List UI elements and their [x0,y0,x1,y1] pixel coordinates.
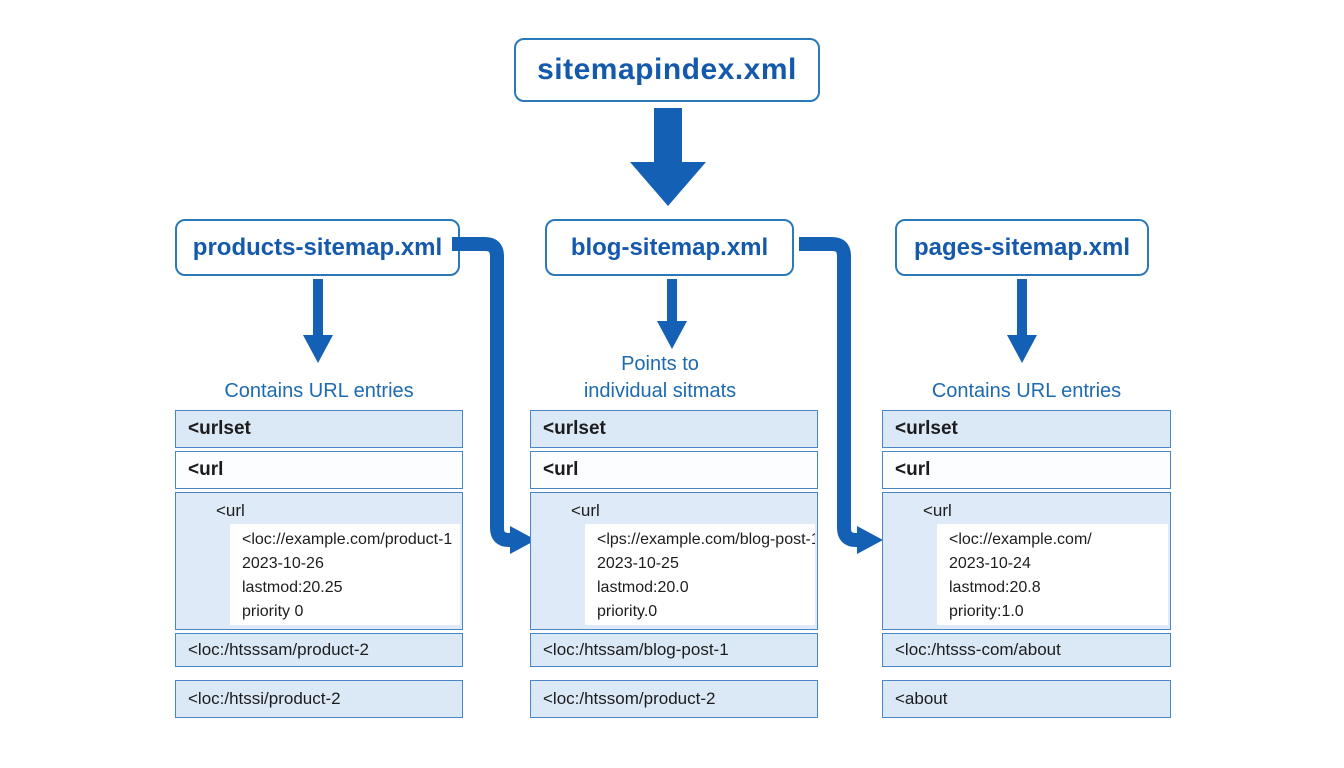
xml-line-priority: priority:1.0 [949,603,1024,620]
arrow-down-icon [303,279,333,363]
node-sitemapindex-label: sitemapindex.xml [537,53,797,86]
xml-url-block: <url <loc://example.com/ 2023-10-24 last… [882,492,1171,630]
panel-blog-xml: <urlset <url <url <lps://example.com/blo… [530,410,818,721]
xml-line-lastmod: lastmod:20.25 [242,579,343,596]
xml-url-tag: <url [571,501,600,520]
xml-url-tag: <url [923,501,952,520]
xml-row-loc: <loc:/htsss-com/about [882,633,1171,667]
xml-row-urlset: <urlset [530,410,818,448]
elbow-connector-arrow-icon [452,237,536,554]
caption-line: Contains URL entries [224,380,414,402]
xml-row-url: <url [882,451,1171,489]
xml-line-loc: <loc://example.com/ [949,531,1092,548]
xml-row-extra: <loc:/htssi/product-2 [175,680,463,718]
xml-line-priority: priority.0 [597,603,658,620]
caption-products: Contains URL entries [175,378,463,405]
xml-row-url: <url [175,451,463,489]
xml-row-url: <url [530,451,818,489]
panel-pages-xml: <urlset <url <url <loc://example.com/ 20… [882,410,1171,721]
xml-line-lastmod: lastmod:20.0 [597,579,689,596]
xml-url-details: <loc://example.com/ 2023-10-24 lastmod:2… [937,524,1168,625]
xml-line-lastmod: lastmod:20.8 [949,579,1041,596]
xml-url-details: <lps://example.com/blog-post-1 2023-10-2… [585,524,815,625]
node-sitemapindex: sitemapindex.xml [514,38,820,102]
elbow-connector-arrow-icon [799,237,883,554]
xml-row-urlset: <urlset [882,410,1171,448]
panel-products-xml: <urlset <url <url <loc://example.com/pro… [175,410,463,721]
node-blog-sitemap: blog-sitemap.xml [545,219,794,276]
arrow-down-icon [1007,279,1037,363]
arrow-down-icon [630,108,706,206]
xml-row-urlset: <urlset [175,410,463,448]
xml-line-date: 2023-10-25 [597,555,679,572]
caption-pages: Contains URL entries [882,378,1171,405]
xml-url-details: <loc://example.com/product-1 2023-10-26 … [230,524,460,625]
node-pages-sitemap: pages-sitemap.xml [895,219,1149,276]
caption-blog: Points to individual sitmats [540,351,780,405]
node-products-label: products-sitemap.xml [192,233,443,261]
xml-row-loc: <loc:/htssam/blog-post-1 [530,633,818,667]
xml-line-date: 2023-10-24 [949,555,1031,572]
node-pages-label: pages-sitemap.xml [913,233,1131,261]
xml-row-loc: <loc:/htsssam/product-2 [175,633,463,667]
node-products-sitemap: products-sitemap.xml [175,219,460,276]
xml-row-extra: <loc:/htssom/product-2 [530,680,818,718]
xml-line-loc: <loc://example.com/product-1 [242,531,453,548]
xml-line-priority: priority 0 [242,603,304,620]
xml-url-tag: <url [216,501,245,520]
caption-line: Points to [621,353,699,375]
xml-row-extra: <about [882,680,1171,718]
caption-line: Contains URL entries [931,380,1122,402]
caption-line: individual sitmats [583,380,737,402]
xml-line-date: 2023-10-26 [242,555,324,572]
xml-url-block: <url <loc://example.com/product-1 2023-1… [175,492,463,630]
node-blog-label: blog-sitemap.xml [570,233,769,261]
xml-line-loc: <lps://example.com/blog-post-1 [597,531,815,548]
xml-url-block: <url <lps://example.com/blog-post-1 2023… [530,492,818,630]
arrow-down-icon [657,279,687,349]
